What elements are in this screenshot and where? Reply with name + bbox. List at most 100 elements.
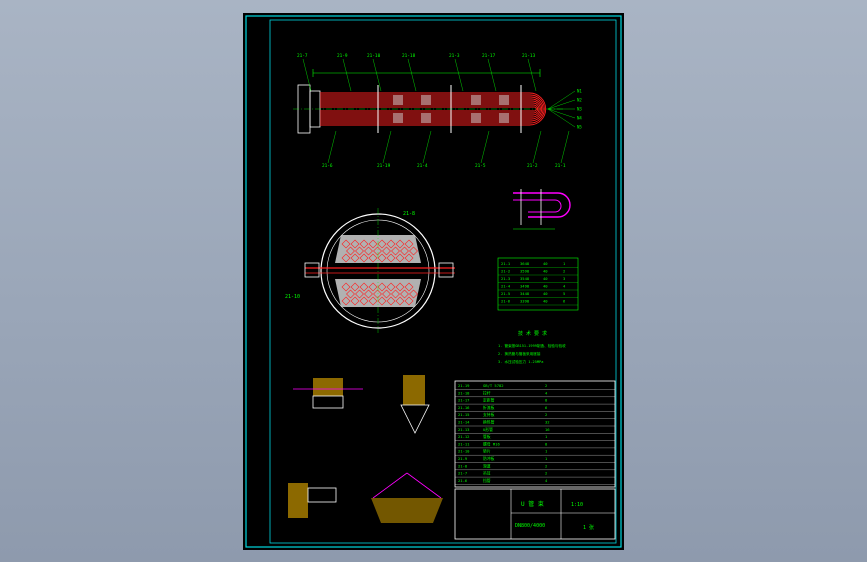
table-cell: 3498 xyxy=(520,284,530,289)
bom-item-name: 挡管 xyxy=(483,478,491,483)
callout-label: 21-6 xyxy=(322,163,333,169)
table-cell: 3448 xyxy=(520,291,530,296)
bom-item-qty: 1 xyxy=(545,449,548,454)
spacer-block xyxy=(421,95,431,105)
bom-item-no: 21-12 xyxy=(458,434,469,439)
u-tube xyxy=(320,92,547,126)
table-cell: 1 xyxy=(563,261,566,266)
callout-label: 21-2 xyxy=(527,163,538,169)
bom-item-name: 管板 xyxy=(483,434,491,439)
bom-item-qty: 6 xyxy=(545,405,548,410)
tube-layout-grid xyxy=(341,239,418,306)
cross-section-view: 21-10 21-8 xyxy=(285,208,455,333)
table-cell: 40 xyxy=(543,276,548,281)
bom-item-name: 防冲板 xyxy=(483,456,495,461)
callout-label: 21-3 xyxy=(449,53,460,59)
u-tube xyxy=(320,106,537,112)
table-cell: 40 xyxy=(543,261,548,266)
nozzle-label: N3 xyxy=(577,107,582,112)
callout-label: 21-17 xyxy=(482,53,496,59)
bom-item-name: 支持板 xyxy=(483,412,495,417)
bom-item-name: GB/T 5782 xyxy=(483,383,504,388)
bom-item-name: U形管 xyxy=(483,427,493,432)
bom-item-qty: 2 xyxy=(545,471,547,476)
table-cell: 2 xyxy=(563,269,565,274)
note-line-2: 2. 换热管与管板采用胀接 xyxy=(498,351,541,356)
bom-item-name: 垫片 xyxy=(483,449,491,454)
callout-label: 21-18 xyxy=(402,53,416,59)
table-cell: 6 xyxy=(563,299,566,304)
u-tube xyxy=(320,94,545,124)
bom-item-no: 21-9 xyxy=(458,456,468,461)
u-tube xyxy=(320,102,540,116)
spacer-block xyxy=(471,113,481,123)
u-tube xyxy=(320,104,539,114)
table-cell: 3598 xyxy=(520,269,530,274)
note-line-3: 3. 水压试验压力 1.25MPa xyxy=(498,359,543,364)
note-line-1: 1. 管束按GB151-1999制造、检验与验收 xyxy=(498,343,566,348)
u-tube xyxy=(320,96,544,122)
bom-item-qty: 4 xyxy=(545,478,548,483)
title-block: U 管 束 1:10 DN800/4000 1 张 xyxy=(454,488,616,540)
bom-item-qty: 2 xyxy=(545,463,547,468)
bom-item-qty: 4 xyxy=(545,390,548,395)
bom-item-qty: 1 xyxy=(545,456,548,461)
bom-item-no: 21-11 xyxy=(458,441,470,446)
bom-item-no: 21-14 xyxy=(458,420,470,425)
bom-item-name: 滑道 xyxy=(483,463,491,468)
bom-item-no: 21-13 xyxy=(458,427,469,432)
title-name: U 管 束 xyxy=(521,500,544,508)
u-tube xyxy=(320,100,541,118)
table-cell: 21-6 xyxy=(501,299,511,304)
spacer-block xyxy=(393,113,403,123)
callout-label: 21-13 xyxy=(522,53,536,59)
section-tag-left: 21-10 xyxy=(285,294,300,300)
callout-label: 21-10 xyxy=(367,53,381,59)
table-cell: 21-5 xyxy=(501,291,510,296)
callout-label: 21-1 xyxy=(555,163,566,169)
bom-item-no: 21-16 xyxy=(458,405,470,410)
table-cell: 3548 xyxy=(520,276,530,281)
bom-item-no: 21-15 xyxy=(458,412,469,417)
table-cell: 21-1 xyxy=(501,261,511,266)
baffle-plates xyxy=(377,85,522,133)
nozzle-label: N1 xyxy=(577,89,582,94)
table-cell: 3 xyxy=(563,276,565,281)
callout-label: 21-5 xyxy=(475,163,486,169)
bom-item-no: 21-17 xyxy=(458,398,469,403)
table-cell: 3648 xyxy=(520,261,530,266)
bom-item-qty: 8 xyxy=(545,441,548,446)
spacer-block xyxy=(393,95,403,105)
bom-item-qty: 16 xyxy=(545,427,550,432)
callout-label: 21-7 xyxy=(297,53,308,59)
title-drawing-no: DN800/4000 xyxy=(515,523,545,529)
u-bend-detail xyxy=(513,189,571,230)
technical-notes: 技 术 要 求 1. 管束按GB151-1999制造、检验与验收 2. 换热管与… xyxy=(498,330,566,364)
table-cell: 3398 xyxy=(520,299,530,304)
table-cell: 5 xyxy=(563,291,565,296)
bom-item-name: 螺母 M16 xyxy=(483,441,500,446)
bom-item-name: 折流板 xyxy=(483,405,495,410)
bom-item-name: 拉杆 xyxy=(483,390,491,395)
bom-item-qty: 2 xyxy=(545,412,547,417)
u-tube xyxy=(320,98,543,120)
bom-item-qty: 32 xyxy=(545,420,550,425)
table-cell: 21-2 xyxy=(501,269,510,274)
bom-item-qty: 1 xyxy=(545,434,548,439)
table-cell: 40 xyxy=(543,291,548,296)
table-cell: 40 xyxy=(543,299,548,304)
table-cell: 40 xyxy=(543,269,548,274)
bom-item-no: 21-19 xyxy=(458,383,470,388)
bom-item-no: 21-7 xyxy=(458,471,467,476)
nozzle-label: N2 xyxy=(577,98,582,103)
title-sheet: 1 张 xyxy=(583,524,594,531)
spacer-block xyxy=(471,95,481,105)
bom-item-name: 吊耳 xyxy=(483,471,491,476)
table-cell: 4 xyxy=(563,284,566,289)
